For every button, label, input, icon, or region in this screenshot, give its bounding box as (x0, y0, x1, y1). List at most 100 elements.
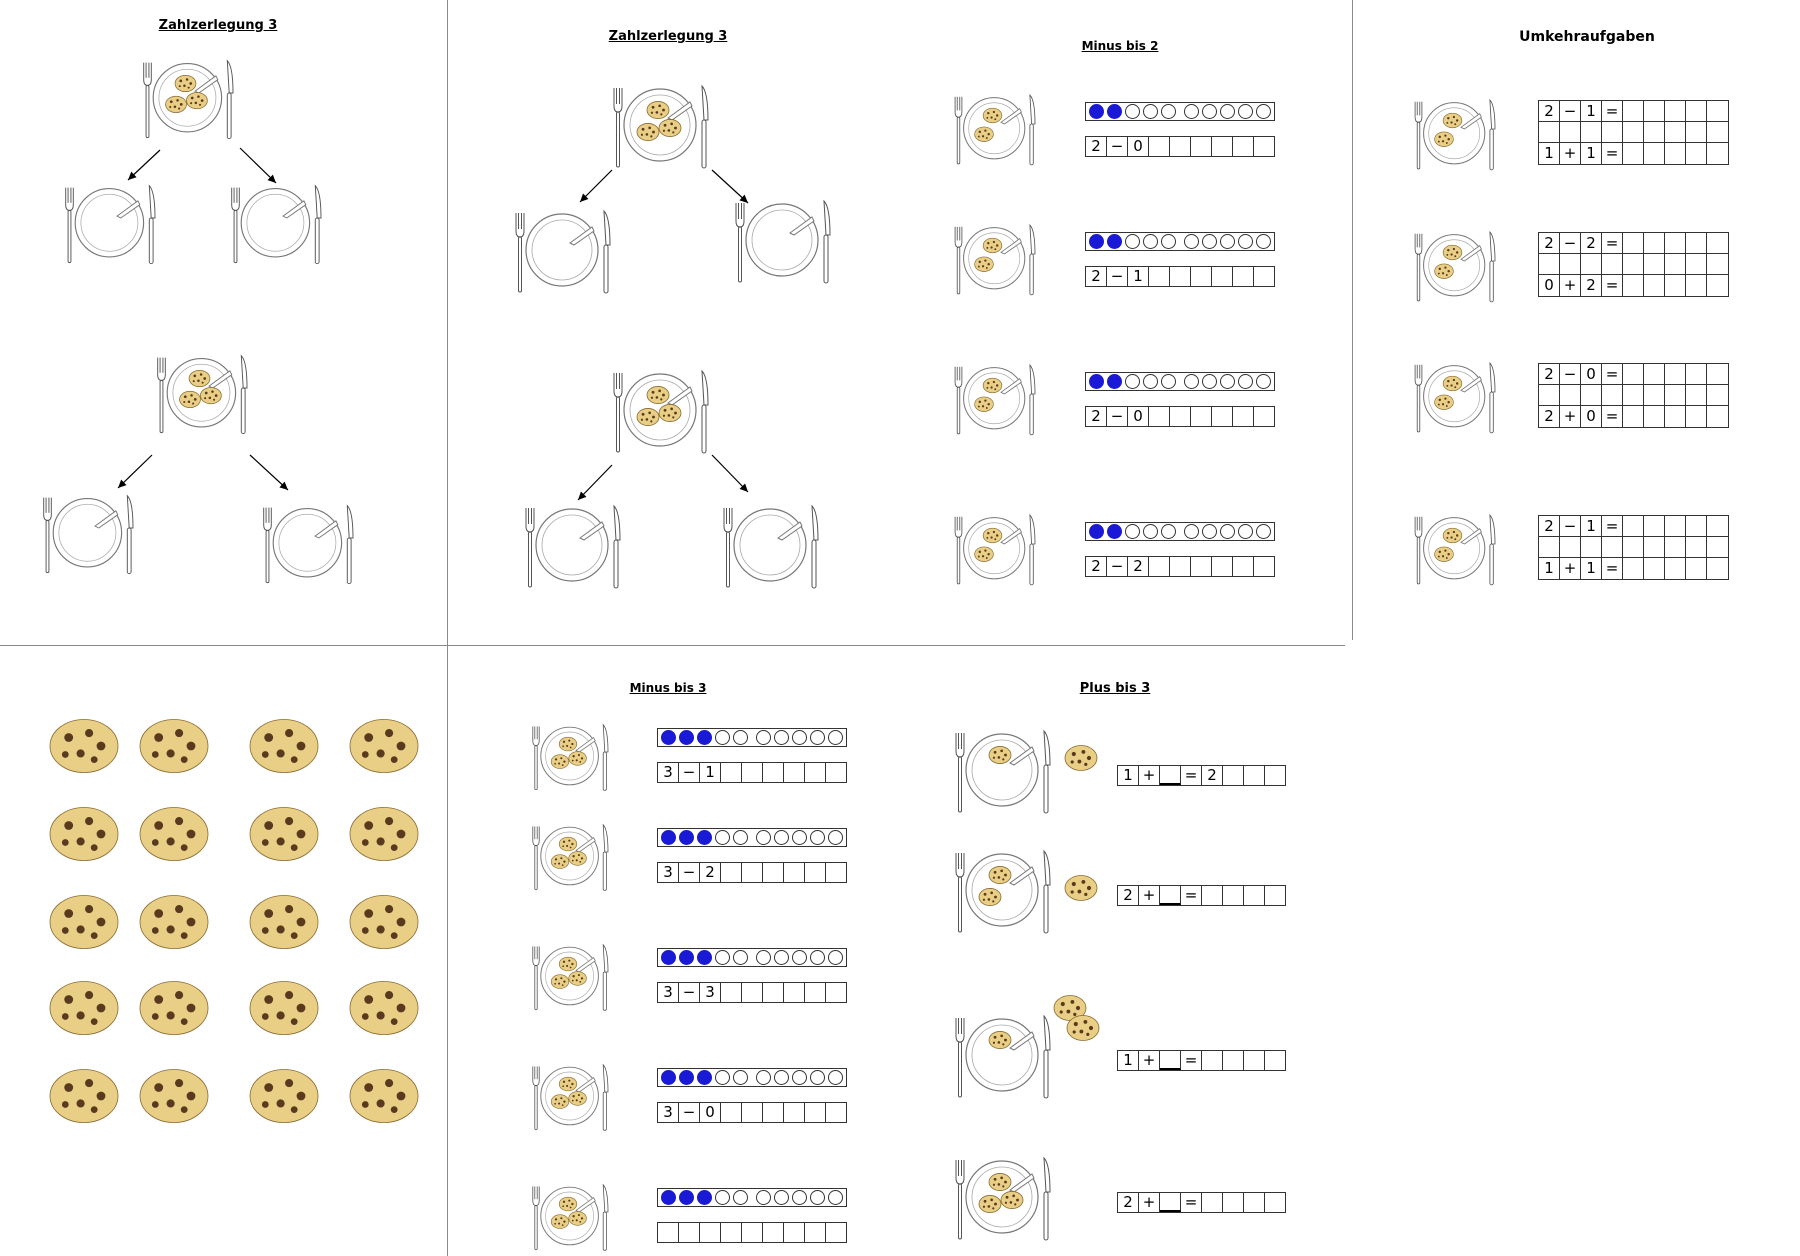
grid-cell[interactable] (1686, 122, 1707, 142)
grid-cell[interactable] (742, 763, 763, 782)
grid-cell[interactable] (1686, 558, 1707, 579)
grid-cell[interactable] (784, 863, 805, 882)
grid-cell[interactable]: + (1139, 1051, 1160, 1070)
grid-cell[interactable] (1160, 766, 1181, 785)
grid-cell[interactable] (1254, 137, 1275, 156)
grid-cell[interactable] (1623, 101, 1644, 121)
grid-cell[interactable]: + (1139, 766, 1160, 785)
grid-cell[interactable]: − (1560, 233, 1581, 253)
grid-cell[interactable]: 1 (1581, 101, 1602, 121)
grid-cell[interactable] (1686, 101, 1707, 121)
grid-cell[interactable]: 1 (1581, 143, 1602, 164)
grid-cell[interactable] (1539, 385, 1560, 405)
grid-cell[interactable]: 2 (1539, 516, 1560, 536)
grid-cell[interactable] (1212, 557, 1233, 576)
grid-cell[interactable]: 3 (658, 983, 679, 1002)
grid-cell[interactable] (721, 983, 742, 1002)
grid-cell[interactable] (1265, 1051, 1286, 1070)
grid-cell[interactable] (1602, 385, 1623, 405)
grid-cell[interactable] (1223, 886, 1244, 905)
grid-cell[interactable] (1665, 537, 1686, 557)
grid-cell[interactable] (1623, 406, 1644, 427)
grid-cell[interactable]: + (1560, 143, 1581, 164)
grid-cell[interactable] (1265, 886, 1286, 905)
grid-cell[interactable] (1686, 516, 1707, 536)
grid-cell[interactable] (1686, 275, 1707, 296)
grid-cell[interactable] (1170, 267, 1191, 286)
grid-cell[interactable] (742, 1223, 763, 1242)
grid-cell[interactable] (1665, 101, 1686, 121)
grid-cell[interactable]: = (1602, 233, 1623, 253)
grid-cell[interactable] (1212, 267, 1233, 286)
grid-cell[interactable] (1686, 385, 1707, 405)
grid-cell[interactable] (763, 1103, 784, 1122)
grid-cell[interactable]: 0 (1581, 406, 1602, 427)
grid-cell[interactable] (1665, 275, 1686, 296)
grid-cell[interactable] (1560, 122, 1581, 142)
grid-cell[interactable] (826, 763, 847, 782)
grid-cell[interactable] (763, 863, 784, 882)
grid-cell[interactable]: 2 (1539, 233, 1560, 253)
grid-cell[interactable] (763, 1223, 784, 1242)
grid-cell[interactable] (1623, 254, 1644, 274)
grid-cell[interactable]: + (1560, 558, 1581, 579)
grid-cell[interactable] (805, 1223, 826, 1242)
grid-cell[interactable] (784, 1103, 805, 1122)
grid-cell[interactable] (1191, 137, 1212, 156)
grid-cell[interactable] (826, 1103, 847, 1122)
grid-cell[interactable] (721, 1223, 742, 1242)
grid-cell[interactable] (1665, 143, 1686, 164)
grid-cell[interactable] (1254, 407, 1275, 426)
grid-cell[interactable] (784, 1223, 805, 1242)
grid-cell[interactable]: 1 (1581, 558, 1602, 579)
grid-cell[interactable] (1623, 122, 1644, 142)
grid-cell[interactable] (1244, 886, 1265, 905)
grid-cell[interactable] (1191, 407, 1212, 426)
grid-cell[interactable]: − (1107, 267, 1128, 286)
grid-cell[interactable] (1149, 407, 1170, 426)
grid-cell[interactable]: 0 (1539, 275, 1560, 296)
grid-cell[interactable] (1707, 385, 1728, 405)
grid-cell[interactable]: = (1602, 558, 1623, 579)
grid-cell[interactable]: 1 (700, 763, 721, 782)
grid-cell[interactable]: 1 (1128, 267, 1149, 286)
grid-cell[interactable] (1707, 516, 1728, 536)
grid-cell[interactable] (721, 763, 742, 782)
grid-cell[interactable]: 2 (1086, 267, 1107, 286)
grid-cell[interactable]: − (1107, 557, 1128, 576)
grid-cell[interactable] (1644, 385, 1665, 405)
grid-cell[interactable] (1686, 143, 1707, 164)
grid-cell[interactable] (1707, 275, 1728, 296)
grid-cell[interactable]: + (1139, 1193, 1160, 1212)
grid-cell[interactable]: 2 (1118, 1193, 1139, 1212)
grid-cell[interactable] (742, 983, 763, 1002)
grid-cell[interactable]: 1 (1539, 558, 1560, 579)
grid-cell[interactable] (1707, 364, 1728, 384)
grid-cell[interactable] (1707, 558, 1728, 579)
grid-cell[interactable]: − (1560, 364, 1581, 384)
grid-cell[interactable]: 1 (1581, 516, 1602, 536)
grid-cell[interactable] (1686, 254, 1707, 274)
grid-cell[interactable] (1581, 537, 1602, 557)
grid-cell[interactable] (1539, 537, 1560, 557)
grid-cell[interactable] (1560, 385, 1581, 405)
grid-cell[interactable] (1581, 122, 1602, 142)
grid-cell[interactable] (826, 983, 847, 1002)
grid-cell[interactable] (805, 763, 826, 782)
grid-cell[interactable]: = (1602, 516, 1623, 536)
grid-cell[interactable] (1244, 1051, 1265, 1070)
grid-cell[interactable] (805, 1103, 826, 1122)
grid-cell[interactable]: 2 (1539, 406, 1560, 427)
grid-cell[interactable] (1170, 407, 1191, 426)
grid-cell[interactable]: 1 (1118, 1051, 1139, 1070)
grid-cell[interactable]: 1 (1539, 143, 1560, 164)
grid-cell[interactable] (763, 763, 784, 782)
grid-cell[interactable]: 2 (1539, 101, 1560, 121)
grid-cell[interactable] (1160, 1051, 1181, 1070)
grid-cell[interactable] (1191, 557, 1212, 576)
grid-cell[interactable]: = (1181, 1193, 1202, 1212)
grid-cell[interactable]: 0 (1581, 364, 1602, 384)
grid-cell[interactable] (1223, 1051, 1244, 1070)
grid-cell[interactable] (1149, 267, 1170, 286)
grid-cell[interactable] (1644, 143, 1665, 164)
